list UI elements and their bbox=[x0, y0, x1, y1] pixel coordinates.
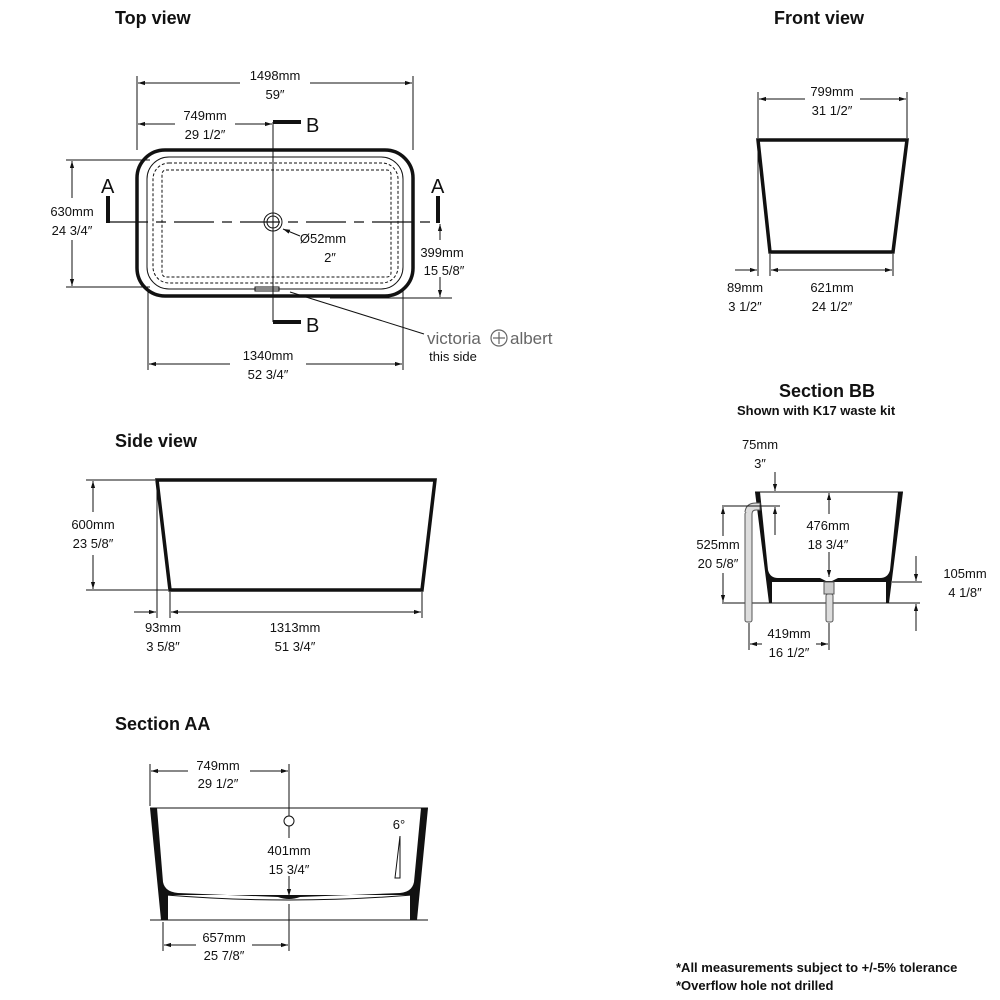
aa-base-mm: 657mm bbox=[202, 930, 245, 945]
note-tolerance: *All measurements subject to +/-5% toler… bbox=[676, 960, 957, 975]
section-b-label-top: B bbox=[306, 115, 319, 137]
tub-outline-rim bbox=[146, 156, 404, 290]
section-bb-title: Section BB bbox=[779, 381, 875, 401]
side-offset-mm: 93mm bbox=[145, 620, 181, 635]
side-view-title: Side view bbox=[115, 431, 198, 451]
section-a-marker-right bbox=[436, 196, 440, 223]
section-aa: 749mm 29 1/2″ 401mm 15 3/4″ 6° 657mm 25 … bbox=[149, 758, 428, 963]
section-b-marker-top bbox=[273, 120, 301, 124]
tub-floor-dashed bbox=[161, 169, 392, 278]
aa-wall-angle: 6° bbox=[393, 817, 405, 832]
top-width-mm: 630mm bbox=[50, 204, 93, 219]
top-view: A A B B 1498mm 59″ 749mm 29 1/2″ 630mm 2… bbox=[50, 68, 552, 382]
section-b-label-bottom: B bbox=[306, 315, 319, 337]
side-outline bbox=[155, 478, 437, 592]
top-view-title: Top view bbox=[115, 8, 192, 28]
side-height-in: 23 5/8″ bbox=[73, 536, 114, 551]
section-a-label-left: A bbox=[101, 176, 115, 198]
drain-diameter-mm: Ø52mm bbox=[300, 231, 346, 246]
bb-depth-mm: 476mm bbox=[806, 518, 849, 533]
svg-text:albert: albert bbox=[510, 329, 553, 348]
drain-icon bbox=[263, 212, 283, 232]
front-base-mm: 621mm bbox=[810, 280, 853, 295]
angle-indicator bbox=[394, 835, 401, 879]
brand-logo: victoria albert bbox=[427, 329, 553, 348]
section-bb-subtitle: Shown with K17 waste kit bbox=[737, 403, 896, 418]
section-bb: 75mm 3″ 525mm 20 5/8″ 476mm 18 3/4″ 105m… bbox=[696, 437, 986, 660]
aa-half-mm: 749mm bbox=[196, 758, 239, 773]
front-base-in: 24 1/2″ bbox=[812, 299, 853, 314]
bb-floor-in: 4 1/8″ bbox=[948, 585, 982, 600]
section-a-marker-left bbox=[106, 196, 110, 223]
top-inner-length-in: 52 3/4″ bbox=[248, 367, 289, 382]
top-side-in: 15 5/8″ bbox=[424, 263, 465, 278]
top-width-in: 24 3/4″ bbox=[52, 223, 93, 238]
brand-side-note: this side bbox=[429, 349, 477, 364]
side-height-mm: 600mm bbox=[71, 517, 114, 532]
top-side-mm: 399mm bbox=[420, 245, 463, 260]
top-length-mm: 1498mm bbox=[250, 68, 301, 83]
section-b-marker-bottom bbox=[273, 320, 301, 324]
bb-overflow-mm: 75mm bbox=[742, 437, 778, 452]
front-top-mm: 799mm bbox=[810, 84, 853, 99]
plus-circle-icon bbox=[490, 329, 508, 347]
front-offset-mm: 89mm bbox=[727, 280, 763, 295]
top-length-in: 59″ bbox=[265, 87, 284, 102]
tub-outline-outer bbox=[135, 148, 415, 298]
waste-pipe bbox=[823, 581, 835, 623]
front-outline bbox=[756, 138, 909, 254]
front-view-title: Front view bbox=[774, 8, 865, 28]
bb-overflow-height-in: 20 5/8″ bbox=[698, 556, 739, 571]
side-base-mm: 1313mm bbox=[270, 620, 321, 635]
aa-base-in: 25 7/8″ bbox=[204, 948, 245, 963]
aa-half-in: 29 1/2″ bbox=[198, 776, 239, 791]
top-inner-length-mm: 1340mm bbox=[243, 348, 294, 363]
bb-overflow-in: 3″ bbox=[754, 456, 766, 471]
bb-floor-mm: 105mm bbox=[943, 566, 986, 581]
tub-inner-dashed bbox=[152, 162, 399, 284]
bb-waste-in: 16 1/2″ bbox=[769, 645, 810, 660]
side-offset-in: 3 5/8″ bbox=[146, 639, 180, 654]
bb-overflow-height-mm: 525mm bbox=[696, 537, 739, 552]
drain-diameter-in: 2″ bbox=[324, 250, 336, 265]
top-drain-offset-in: 29 1/2″ bbox=[185, 127, 226, 142]
aa-depth-mm: 401mm bbox=[267, 843, 310, 858]
front-offset-in: 3 1/2″ bbox=[728, 299, 762, 314]
front-view: 799mm 31 1/2″ 89mm 3 1/2″ 621mm 24 1/2″ bbox=[727, 84, 909, 314]
section-a-label-right: A bbox=[431, 176, 445, 198]
section-aa-title: Section AA bbox=[115, 714, 210, 734]
overflow-pipe bbox=[744, 502, 761, 623]
section-bb-wall bbox=[755, 492, 903, 603]
bb-depth-in: 18 3/4″ bbox=[808, 537, 849, 552]
front-top-in: 31 1/2″ bbox=[812, 103, 853, 118]
overflow-icon bbox=[283, 815, 295, 827]
top-drain-offset-mm: 749mm bbox=[183, 108, 226, 123]
bb-waste-mm: 419mm bbox=[767, 626, 810, 641]
note-overflow: *Overflow hole not drilled bbox=[676, 978, 834, 993]
side-view: 600mm 23 5/8″ 93mm 3 5/8″ 1313mm 51 3/4″ bbox=[71, 478, 437, 654]
aa-depth-in: 15 3/4″ bbox=[269, 862, 310, 877]
svg-text:victoria: victoria bbox=[427, 329, 481, 348]
section-aa-wall bbox=[150, 808, 428, 920]
side-base-in: 51 3/4″ bbox=[275, 639, 316, 654]
